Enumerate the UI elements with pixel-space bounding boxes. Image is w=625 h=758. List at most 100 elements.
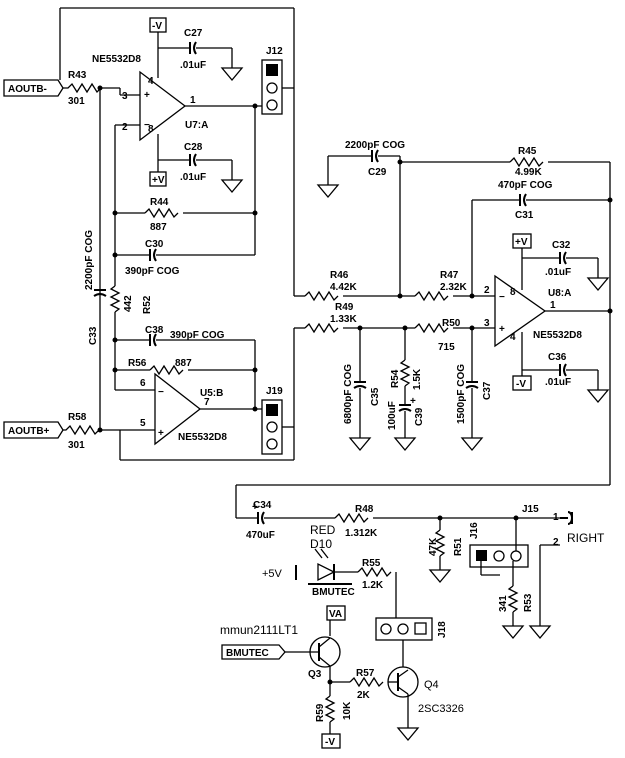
led-ref: D10 bbox=[310, 537, 332, 551]
neg-v-u8-label: -V bbox=[516, 379, 526, 390]
port-aoutb-plus bbox=[3, 421, 64, 439]
u8-pin-gnd: 8 bbox=[510, 287, 516, 298]
r47-ref: R47 bbox=[440, 270, 459, 281]
led-light-arrow bbox=[314, 548, 323, 559]
led-d10-symbol bbox=[317, 562, 336, 582]
ground-c37 bbox=[460, 437, 484, 452]
r45-value: 4.99K bbox=[515, 167, 542, 178]
capacitor-c29-plate bbox=[375, 149, 379, 163]
resistor-r56 bbox=[149, 364, 184, 376]
resistor-r46 bbox=[304, 290, 339, 302]
neg-v-q3-label: -V bbox=[325, 737, 335, 748]
c32-value: .01uF bbox=[545, 267, 571, 278]
r58-ref: R58 bbox=[68, 412, 87, 423]
c34-plus-sign: + bbox=[252, 502, 258, 513]
u5-pin-plus: 5 bbox=[140, 418, 146, 429]
resistor-r45 bbox=[509, 156, 544, 168]
node bbox=[607, 197, 613, 203]
r43-value: 301 bbox=[68, 96, 85, 107]
c37-ref: C37 bbox=[482, 381, 493, 400]
c31-value: 470pF COG bbox=[498, 180, 553, 191]
node bbox=[437, 515, 443, 521]
j18-pin3 bbox=[414, 622, 427, 635]
r48-value: 1.312K bbox=[345, 528, 378, 539]
c29-ref: C29 bbox=[368, 167, 387, 178]
r49-value: 1.33K bbox=[330, 314, 357, 325]
u7-ref: U7:A bbox=[185, 120, 208, 131]
opamp-u7 bbox=[139, 70, 187, 142]
node bbox=[513, 515, 519, 521]
u7-plus-sign: + bbox=[144, 90, 150, 101]
node bbox=[327, 679, 333, 685]
r56-value: 887 bbox=[175, 358, 192, 369]
capacitor-c39-plate bbox=[398, 408, 412, 412]
u5-pin-out: 7 bbox=[204, 397, 210, 408]
c38-ref: C38 bbox=[145, 325, 164, 336]
capacitor-c34-plate bbox=[261, 511, 265, 525]
j16-pin2 bbox=[493, 550, 505, 562]
capacitor-c32-plate bbox=[563, 251, 567, 265]
c30-ref: C30 bbox=[145, 239, 164, 250]
r49-ref: R49 bbox=[335, 302, 354, 313]
bmutec-net-label: BMUTEC bbox=[312, 587, 355, 598]
resistor-r54 bbox=[399, 359, 411, 387]
j19-pin1 bbox=[266, 404, 278, 416]
r54-ref: R54 bbox=[390, 369, 401, 388]
resistor-r52 bbox=[109, 285, 121, 313]
j16-pin1 bbox=[476, 550, 487, 561]
r44-ref: R44 bbox=[150, 197, 169, 208]
r51-value: 47K bbox=[428, 537, 439, 556]
resistor-r57 bbox=[349, 676, 384, 688]
c34-value: 470uF bbox=[246, 530, 275, 541]
node bbox=[112, 337, 118, 343]
resistor-r47 bbox=[414, 290, 449, 302]
resistor-r49 bbox=[304, 322, 339, 334]
led-supply: +5V bbox=[262, 568, 283, 580]
node bbox=[402, 325, 408, 331]
q4-ref: Q4 bbox=[424, 679, 439, 691]
c36-value: .01uF bbox=[545, 377, 571, 388]
j12-pin2 bbox=[266, 82, 278, 94]
va-label: VA bbox=[329, 609, 342, 620]
r52-value: 442 bbox=[123, 295, 134, 312]
c37-value: 1500pF COG bbox=[456, 364, 467, 424]
pos-v-tag-u7 bbox=[149, 171, 167, 187]
u5-plus-sign: + bbox=[158, 428, 164, 439]
va-tag bbox=[326, 605, 346, 621]
node bbox=[469, 325, 475, 331]
j16-label: J16 bbox=[469, 522, 480, 539]
capacitor-c36-plate bbox=[563, 363, 567, 377]
ground-j15 bbox=[528, 625, 552, 640]
c38-value: 390pF COG bbox=[170, 330, 225, 341]
r51-ref: R51 bbox=[453, 537, 464, 556]
node bbox=[97, 85, 103, 91]
u7-pin-out: 1 bbox=[190, 95, 196, 106]
c32-ref: C32 bbox=[552, 240, 571, 251]
c35-ref: C35 bbox=[370, 387, 381, 406]
resistor-r44 bbox=[144, 207, 179, 219]
ground-c29 bbox=[316, 184, 340, 199]
u5-pin-minus: 6 bbox=[140, 378, 146, 389]
r57-ref: R57 bbox=[356, 668, 375, 679]
neg-v-top-label: -V bbox=[152, 21, 162, 32]
j15-label: J15 bbox=[522, 504, 539, 515]
j18-pin1 bbox=[380, 623, 392, 635]
ground-q4 bbox=[396, 727, 420, 742]
j18-label: J18 bbox=[437, 621, 448, 638]
ground-c36 bbox=[586, 389, 610, 404]
ground-r53 bbox=[501, 625, 525, 640]
port-bmutec bbox=[221, 644, 286, 660]
c31-ref: C31 bbox=[515, 210, 534, 221]
j19-label: J19 bbox=[266, 386, 283, 397]
port-bmutec-label: BMUTEC bbox=[226, 648, 269, 659]
c39-value: 100uF bbox=[387, 401, 398, 430]
resistor-r59 bbox=[324, 695, 336, 723]
u8-pin-plus: 3 bbox=[484, 318, 490, 329]
u8-pin-v: 4 bbox=[510, 332, 516, 343]
neg-v-tag-q3 bbox=[321, 733, 341, 749]
ground-c32 bbox=[586, 277, 610, 292]
c33-value: 2200pF COG bbox=[84, 230, 95, 290]
u7-pin-v: 4 bbox=[148, 76, 154, 87]
u7-pin-plus: 3 bbox=[122, 91, 128, 102]
